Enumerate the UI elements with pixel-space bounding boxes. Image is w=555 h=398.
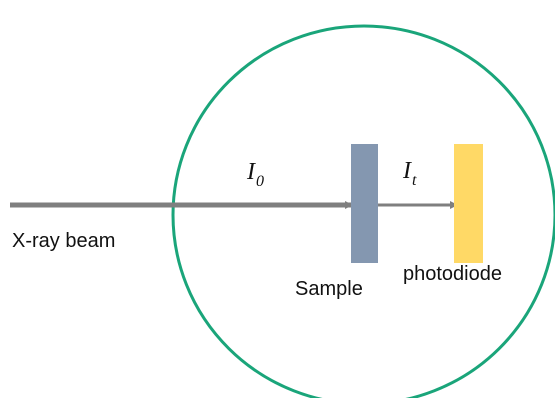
incident-intensity-subscript: 0 xyxy=(256,173,264,190)
incident-intensity-symbol: I xyxy=(246,159,256,185)
photodiode-label: photodiode xyxy=(403,263,502,285)
incident-intensity-label: I 0 xyxy=(246,159,264,190)
sample-chamber-circle xyxy=(171,24,555,398)
transmitted-intensity-label: I t xyxy=(402,158,417,189)
beam-label: X-ray beam xyxy=(12,230,115,252)
transmitted-intensity-symbol: I xyxy=(402,158,412,184)
sample-label: Sample xyxy=(295,278,363,300)
transmitted-intensity-subscript: t xyxy=(412,172,417,189)
sample-plate xyxy=(351,144,378,263)
photodiode-detector xyxy=(454,144,483,263)
